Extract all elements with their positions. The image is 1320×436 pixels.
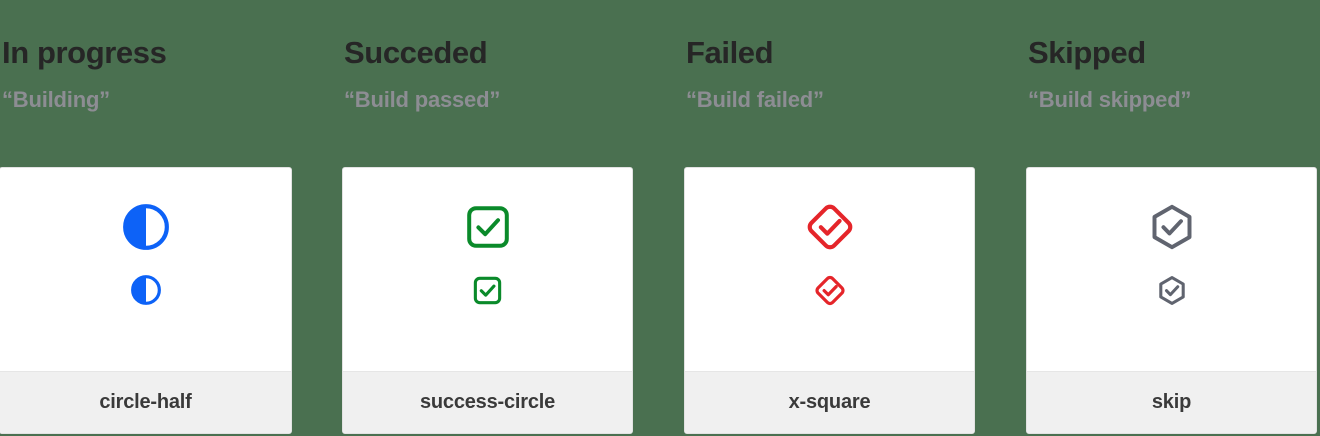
icon-card-preview: [0, 168, 291, 371]
column-heading: Succeded: [344, 35, 488, 70]
column-heading: In progress: [2, 35, 167, 70]
skip-icon-small: [1156, 274, 1188, 306]
icon-card-label: x-square: [685, 371, 974, 433]
icon-card-label: success-circle: [343, 371, 632, 433]
status-column-skipped: Skipped “Build skipped” skip: [1026, 0, 1319, 436]
column-heading: Skipped: [1028, 35, 1146, 70]
column-subheading: “Build skipped”: [1028, 87, 1192, 112]
status-column-in-progress: In progress “Building” circle-half: [0, 0, 293, 436]
status-column-succeded: Succeded “Build passed” success-cir: [342, 0, 635, 436]
status-column-failed: Failed “Build failed”: [684, 0, 977, 436]
icon-card-skip[interactable]: skip: [1026, 167, 1317, 434]
circle-half-icon-large: [121, 202, 171, 252]
icon-card-x-square[interactable]: x-square: [684, 167, 975, 434]
icon-card-preview: [685, 168, 974, 371]
skip-icon-large: [1147, 202, 1197, 252]
icon-card-label: circle-half: [0, 371, 291, 433]
x-square-icon-small: [814, 274, 846, 306]
icon-card-label: skip: [1027, 371, 1316, 433]
circle-half-icon-small: [130, 274, 162, 306]
icon-card-success-circle[interactable]: success-circle: [342, 167, 633, 434]
column-subheading: “Building”: [2, 87, 110, 112]
success-circle-icon-small: [472, 274, 504, 306]
success-circle-icon-large: [463, 202, 513, 252]
icon-card-circle-half[interactable]: circle-half: [0, 167, 292, 434]
x-square-icon-large: [805, 202, 855, 252]
column-subheading: “Build passed”: [344, 87, 501, 112]
column-heading: Failed: [686, 35, 774, 70]
column-subheading: “Build failed”: [686, 87, 824, 112]
icon-card-preview: [343, 168, 632, 371]
icon-card-preview: [1027, 168, 1316, 371]
